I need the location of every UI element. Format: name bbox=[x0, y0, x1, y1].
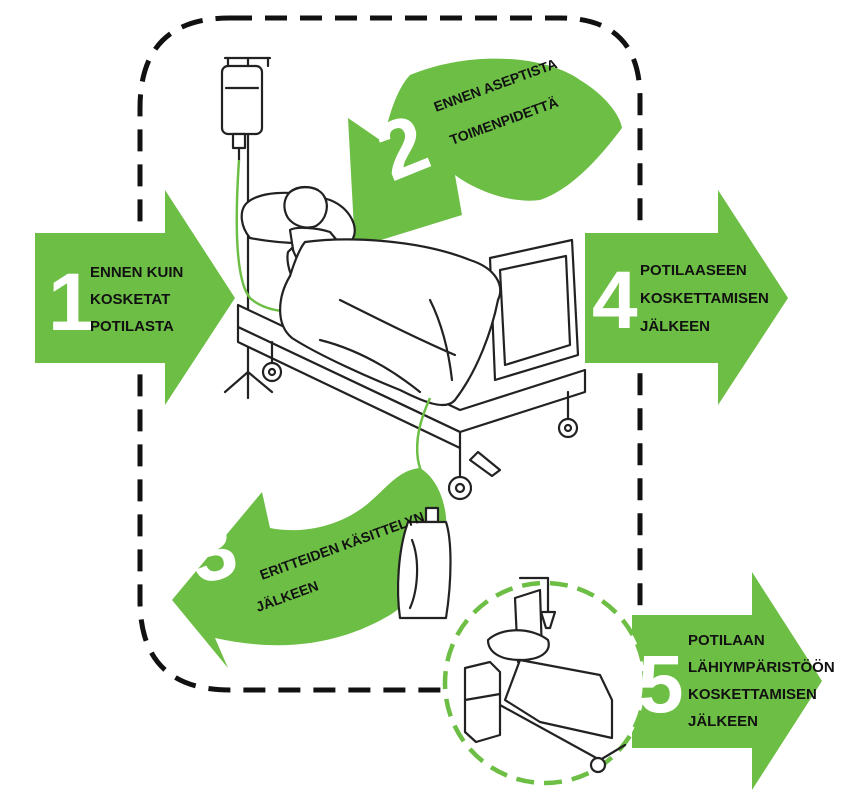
moment-1: 1 ENNEN KUIN KOSKETAT POTILASTA bbox=[48, 257, 183, 348]
moment-3-arrow bbox=[172, 468, 447, 668]
moment-4: 4 POTILAASEEN KOSKETTAMISEN JÄLKEEN bbox=[592, 255, 769, 346]
moment-5-arrow bbox=[632, 572, 822, 790]
moment-1-label-line-1: ENNEN KUIN bbox=[90, 264, 183, 281]
moment-5-label-line-4: JÄLKEEN bbox=[688, 713, 758, 730]
moment-5-label-line-3: KOSKETTAMISEN bbox=[688, 686, 817, 703]
empty-bed-icon bbox=[486, 576, 627, 774]
moment-5: 5 POTILAAN LÄHIYMPÄRISTÖÖN KOSKETTAMISEN… bbox=[638, 632, 835, 730]
patient-zone-boundary bbox=[137, 15, 643, 693]
moment-5-label-line-1: POTILAAN bbox=[688, 632, 765, 649]
patient-icon bbox=[279, 186, 502, 407]
moment-5-number: 5 bbox=[638, 639, 684, 730]
moment-4-label-line-1: POTILAASEEN bbox=[640, 262, 747, 279]
catheter-tube bbox=[415, 397, 438, 509]
moment-1-label-line-2: KOSKETAT bbox=[90, 291, 170, 308]
moment-4-label-line-3: JÄLKEEN bbox=[640, 318, 710, 335]
moment-4-arrow bbox=[585, 190, 788, 405]
moment-4-number: 4 bbox=[592, 255, 638, 346]
moment-1-label-line-3: POTILASTA bbox=[90, 318, 174, 335]
moment-5-label-line-2: LÄHIYMPÄRISTÖÖN bbox=[688, 659, 835, 676]
moment-4-label-line-2: KOSKETTAMISEN bbox=[640, 290, 769, 307]
bedside-table-icon bbox=[463, 660, 502, 744]
moment-1-arrow bbox=[35, 190, 235, 405]
urine-bag-icon bbox=[396, 506, 452, 620]
moment-2-arrow bbox=[348, 58, 622, 249]
moment-1-number: 1 bbox=[48, 257, 94, 348]
